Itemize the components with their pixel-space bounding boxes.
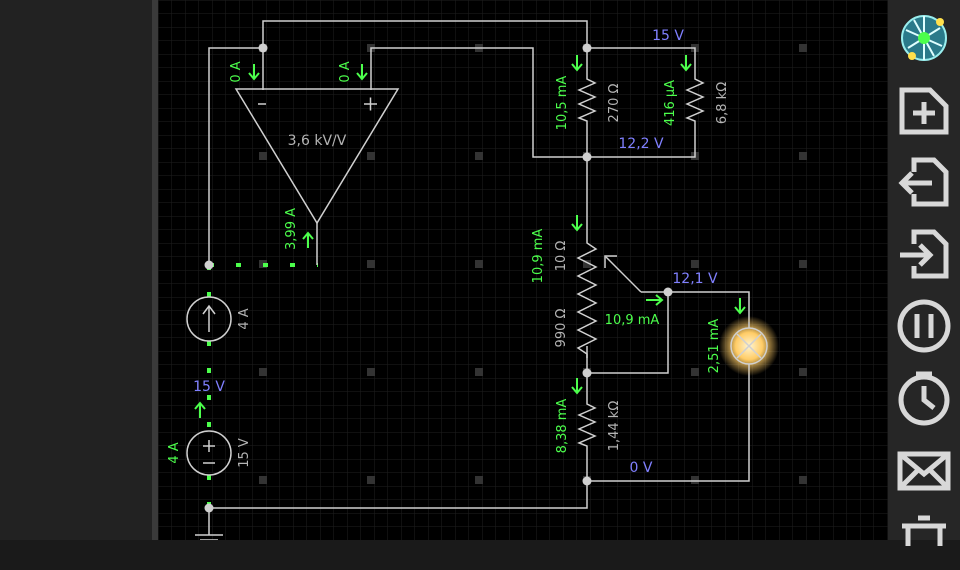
- pot-wiper-current: 10,9 mA: [605, 313, 660, 328]
- node-voltage-mid: 12,2 V: [618, 136, 664, 152]
- voltage-source-current: 4 A: [167, 442, 182, 463]
- pot-current: 10,9 mA: [531, 229, 546, 284]
- grid-dot: [475, 260, 483, 268]
- potentiometer[interactable]: [576, 238, 598, 358]
- grid-dot: [691, 476, 699, 484]
- lamp[interactable]: [730, 322, 768, 370]
- pot-upper-value: 10 Ω: [554, 241, 569, 272]
- grid-dot: [367, 152, 375, 160]
- grid-dot: [367, 368, 375, 376]
- pause-icon: [897, 299, 951, 353]
- clock-icon: [898, 371, 950, 426]
- grid-dot: [475, 368, 483, 376]
- node-voltage-lamp: 12,1 V: [672, 271, 718, 287]
- timing-button[interactable]: [888, 362, 960, 426]
- save-circuit-icon: [900, 229, 949, 279]
- value-labels: 270 Ω 6,8 kΩ 10 Ω 990 Ω 1,44 kΩ: [554, 82, 730, 451]
- current-source[interactable]: [186, 296, 232, 342]
- opamp-out-current: 3,99 A: [284, 208, 299, 250]
- grid-dot: [691, 260, 699, 268]
- wires: [195, 20, 750, 536]
- opamp-gain-label: 3,6 kV/V: [288, 133, 347, 149]
- opamp-minus-current: 0 A: [229, 61, 244, 82]
- voltage-labels: 15 V 12,2 V 12,1 V 0 V: [618, 28, 718, 476]
- app-logo-icon: [901, 15, 947, 61]
- open-circuit-button[interactable]: [888, 146, 960, 210]
- op-amp[interactable]: [234, 88, 400, 265]
- opamp-plus-current: 0 A: [338, 61, 353, 82]
- voltage-source-value: 15 V: [237, 438, 252, 468]
- resistor-270[interactable]: [577, 75, 597, 130]
- pause-button[interactable]: [888, 290, 960, 354]
- current-flow-dots: [207, 263, 318, 508]
- lamp-current: 2,51 mA: [707, 319, 722, 374]
- open-circuit-icon: [898, 157, 949, 207]
- grid-dot: [367, 476, 375, 484]
- panel-divider[interactable]: [152, 0, 158, 540]
- save-circuit-button[interactable]: [888, 218, 960, 282]
- resistor-6k8[interactable]: [685, 75, 705, 130]
- junction-nodes: [204, 43, 673, 513]
- circuit-canvas[interactable]: 3,6 kV/V 4 A 15 V 4 A 15 V: [158, 0, 888, 540]
- grid-dot: [799, 44, 807, 52]
- pot-wiper[interactable]: [605, 256, 642, 293]
- resistor-1k44-current: 8,38 mA: [555, 399, 570, 454]
- grid: [158, 0, 888, 540]
- grid-dot: [799, 368, 807, 376]
- grid-dot: [799, 152, 807, 160]
- grid-dot: [691, 368, 699, 376]
- grid-dot: [799, 476, 807, 484]
- grid-dot: [799, 260, 807, 268]
- grid-dot: [259, 476, 267, 484]
- grid-dot: [583, 260, 591, 268]
- current-arrows: [194, 55, 746, 418]
- trash-icon: [902, 515, 946, 546]
- grid-dot: [475, 476, 483, 484]
- grid-dot: [259, 368, 267, 376]
- new-circuit-icon: [899, 87, 949, 135]
- node-voltage-ground: 0 V: [630, 460, 653, 476]
- resistor-1k44-value: 1,44 kΩ: [607, 401, 622, 452]
- app-logo-button[interactable]: [888, 2, 960, 66]
- resistor-6k8-current: 416 µA: [663, 80, 678, 126]
- pot-wiper-arrow: [604, 255, 617, 268]
- current-source-value: 4 A: [237, 308, 252, 329]
- side-panel: [0, 0, 152, 540]
- new-circuit-button[interactable]: [888, 74, 960, 138]
- resistor-270-current: 10,5 mA: [555, 76, 570, 131]
- share-button[interactable]: [888, 434, 960, 498]
- node-voltage-15v-left: 15 V: [193, 379, 225, 395]
- voltage-source[interactable]: [186, 430, 232, 476]
- mail-icon: [897, 451, 951, 491]
- resistor-6k8-value: 6,8 kΩ: [715, 82, 730, 124]
- pot-lower-value: 990 Ω: [554, 309, 569, 348]
- resistor-1k44[interactable]: [577, 400, 597, 452]
- delete-button[interactable]: [888, 506, 960, 570]
- current-labels: 0 A 0 A 3,99 A 10,5 mA 416 µA 10,9 mA 10…: [229, 61, 722, 453]
- grid-dot: [367, 260, 375, 268]
- toolbar: [888, 0, 960, 546]
- node-voltage-top: 15 V: [652, 28, 684, 44]
- resistor-270-value: 270 Ω: [607, 84, 622, 123]
- grid-dot: [259, 152, 267, 160]
- grid-dot: [475, 152, 483, 160]
